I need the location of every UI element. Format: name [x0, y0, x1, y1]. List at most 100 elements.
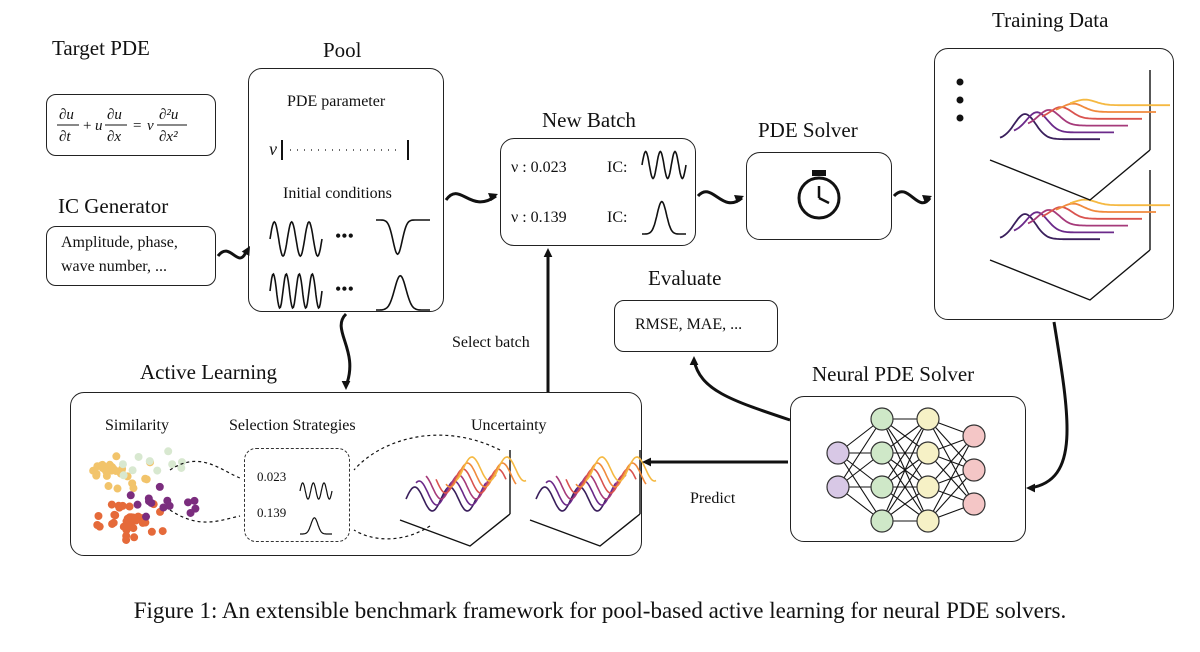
arrow-pool-to-batch	[444, 192, 497, 204]
nn-node	[826, 475, 850, 499]
ic-generator-line2: wave number, ...	[61, 258, 167, 275]
similarity-point	[113, 484, 122, 493]
nn-node	[916, 441, 940, 465]
dashed-unc-2	[353, 525, 431, 540]
nn-node	[962, 424, 986, 448]
select-batch-label: Select batch	[452, 334, 530, 351]
training-plot-1-curve	[1055, 102, 1156, 113]
pde-solver-title: PDE Solver	[758, 118, 858, 142]
similarity-point	[94, 511, 103, 520]
target-pde-box: ∂u∂t +u ∂u∂x =ν ∂²u∂x²	[46, 94, 216, 156]
similarity-point	[190, 496, 199, 505]
neural-solver-title: Neural PDE Solver	[812, 362, 975, 386]
similarity-point	[153, 466, 162, 475]
svg-text:∂u: ∂u	[107, 107, 122, 123]
arrowhead	[543, 248, 553, 258]
similarity-point	[118, 460, 127, 469]
similarity-point	[138, 518, 147, 527]
training-plot-1-axes	[989, 149, 1151, 201]
similarity-point	[177, 458, 186, 467]
nn-node	[826, 441, 850, 465]
nn-node	[870, 475, 894, 499]
evaluate-box: RMSE, MAE, ...	[614, 300, 778, 352]
dashed-sim-1	[169, 460, 241, 479]
nn-edge	[927, 435, 975, 522]
arrowhead	[241, 246, 250, 256]
training-plot-2-axes	[989, 249, 1151, 301]
pool-ic-wave-1	[269, 220, 323, 258]
training-plot-2-curve	[1055, 202, 1156, 213]
batch-ic-wave-1	[641, 150, 687, 180]
uncertainty-plot-1-axes	[399, 513, 511, 547]
new-batch-title: New Batch	[542, 108, 636, 132]
similarity-point	[147, 527, 156, 536]
stopwatch-hand-2	[818, 196, 830, 205]
arrowhead	[734, 194, 744, 204]
arrowhead	[922, 194, 932, 204]
training-plot-2-curve	[999, 213, 1100, 241]
pool-ellipsis-2: •••	[335, 279, 354, 299]
ic-generator-title: IC Generator	[58, 194, 169, 218]
target-pde-title: Target PDE	[52, 36, 150, 60]
similarity-point	[118, 501, 127, 510]
svg-text:∂t: ∂t	[59, 129, 71, 145]
similarity-point	[184, 498, 193, 507]
similarity-point	[126, 491, 135, 500]
vdots-dot	[956, 78, 964, 86]
equation: ∂u∂t +u ∂u∂x =ν ∂²u∂x²	[57, 107, 187, 145]
similarity-point	[144, 494, 153, 503]
uncertainty-plot-1-curve	[425, 474, 497, 500]
stopwatch-icon	[797, 176, 841, 220]
arrowhead	[1026, 483, 1036, 493]
similarity-point	[104, 482, 113, 491]
similarity-point	[107, 500, 116, 509]
arrowhead	[689, 356, 699, 366]
nn-node	[870, 407, 894, 431]
strategy-wave-2	[300, 517, 332, 535]
similarity-point	[92, 471, 101, 480]
similarity-point	[133, 500, 142, 509]
arrowhead	[488, 192, 498, 202]
similarity-point	[186, 508, 195, 517]
similarity-point	[93, 520, 102, 529]
similarity-point	[158, 527, 167, 536]
similarity-point	[119, 471, 128, 480]
arrow-to-evaluate	[692, 359, 791, 422]
similarity-point	[122, 535, 131, 544]
similarity-point	[142, 475, 151, 484]
similarity-point	[177, 463, 186, 472]
similarity-point	[142, 512, 151, 521]
dashed-sim-2	[169, 509, 241, 523]
training-plot-1-curve	[999, 113, 1100, 141]
similarity-point	[159, 503, 168, 512]
similarity-label: Similarity	[105, 417, 169, 434]
similarity-point	[125, 502, 134, 511]
batch-row-2-nu: ν : 0.139	[511, 209, 567, 226]
similarity-point	[107, 466, 116, 475]
nn-node	[870, 441, 894, 465]
strategy-box: 0.023 0.139	[244, 448, 350, 542]
training-plot-2-curve	[1069, 198, 1170, 207]
training-plot-1-curve	[1013, 111, 1114, 134]
uncertainty-plot-2-curve	[555, 474, 627, 500]
evaluate-metrics: RMSE, MAE, ...	[635, 316, 743, 333]
similarity-point	[128, 479, 137, 488]
strategy-value-1: 0.023	[257, 469, 287, 484]
arrow-batch-to-solver	[696, 190, 743, 205]
similarity-point	[101, 466, 110, 475]
similarity-point	[164, 447, 173, 456]
vdots-dot	[956, 114, 964, 122]
uncertainty-plot-2-curve	[585, 456, 657, 482]
similarity-point	[112, 452, 121, 461]
similarity-point	[134, 452, 143, 461]
pool-box: PDE parameter ν Initial conditions ••• •…	[248, 68, 444, 312]
nn-node	[870, 509, 894, 533]
arrow-train-to-nn	[1029, 321, 1069, 490]
similarity-point	[109, 518, 118, 527]
uncertainty-plot-2-axes	[529, 513, 641, 547]
nn-node	[962, 492, 986, 516]
svg-text:u: u	[95, 118, 103, 134]
strategies-label: Selection Strategies	[229, 417, 356, 434]
training-plot-1-curve	[1027, 109, 1128, 127]
